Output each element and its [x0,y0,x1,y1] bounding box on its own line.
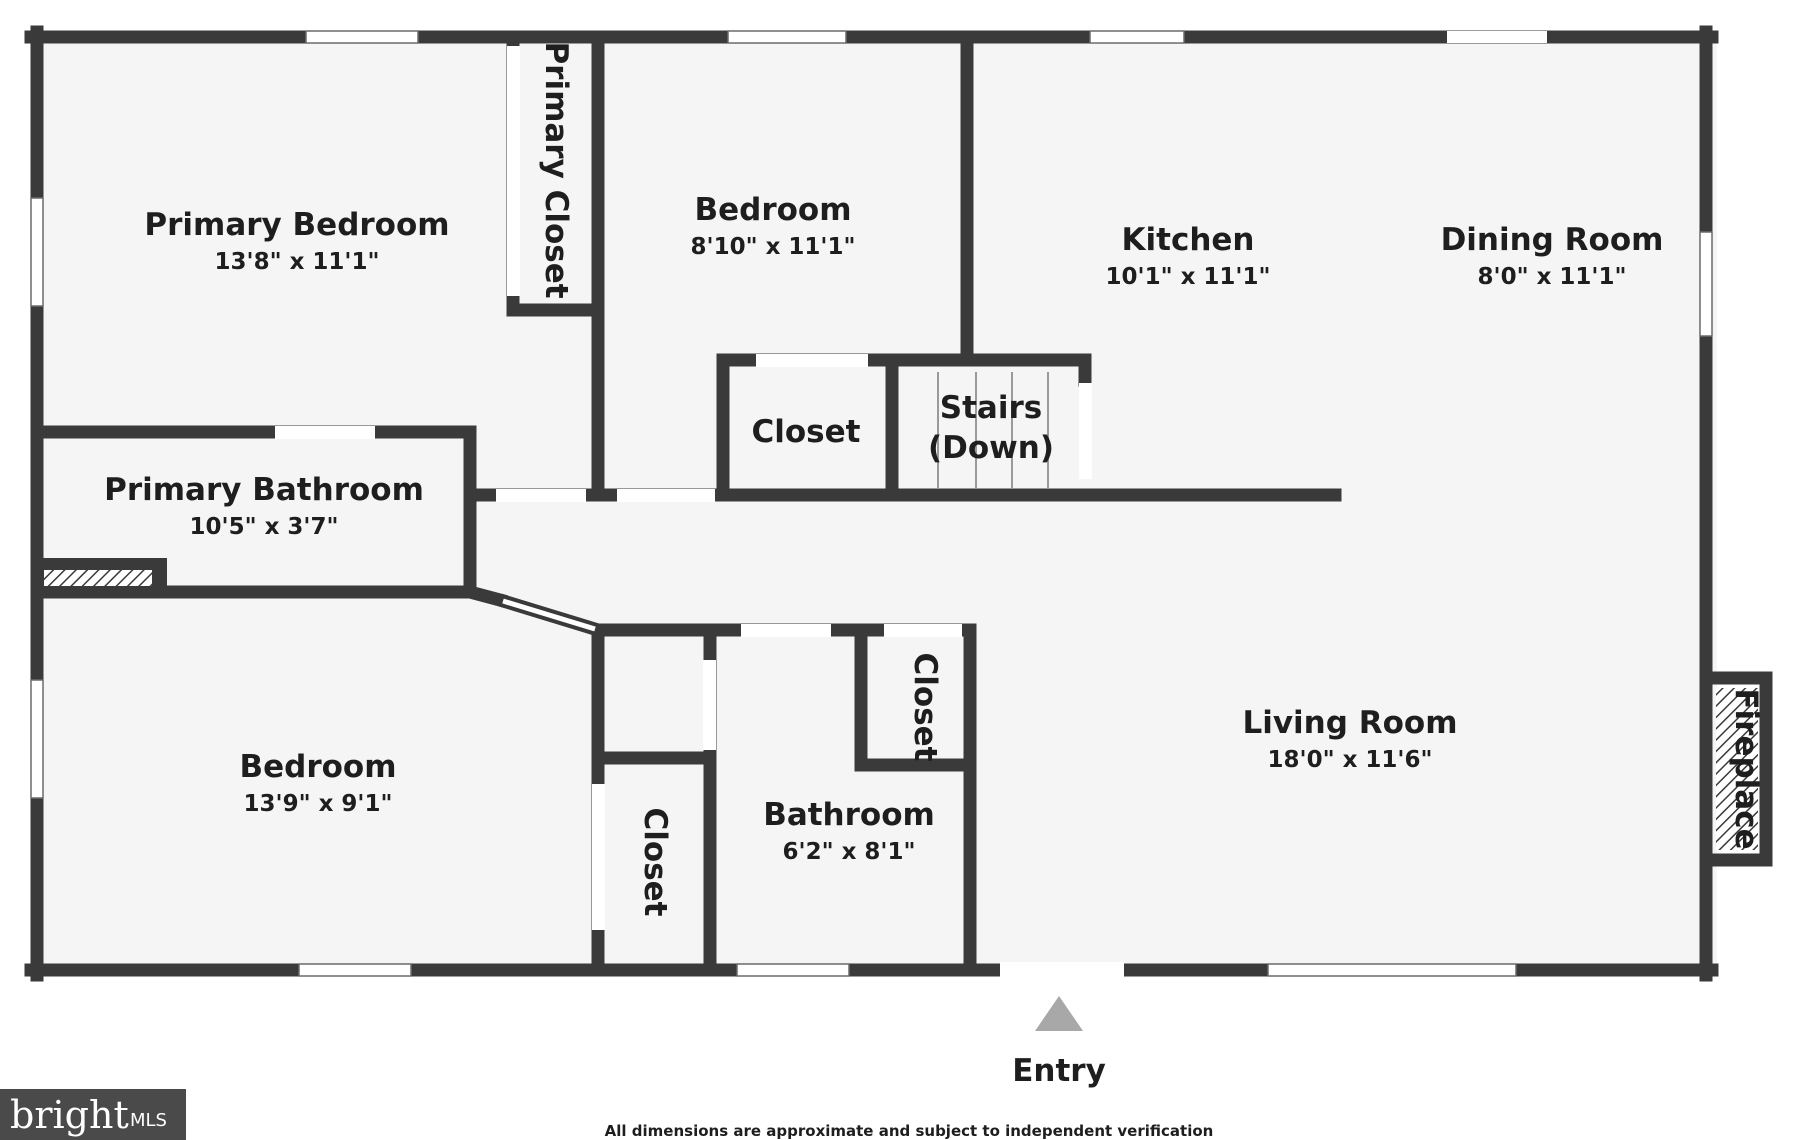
floor-area [31,32,1717,975]
room-label-bedroom-top: Bedroom [694,192,851,228]
stairs-treads [937,372,1049,488]
room-label-closet-center: Closet [752,414,861,450]
bath-fixture [37,558,167,592]
room-dims-kitchen: 10'1" x 11'1" [1106,264,1271,290]
entry-arrow-icon [1035,996,1083,1031]
room-label-primary-bathroom: Primary Bathroom [104,472,424,508]
dimensions-footnote: All dimensions are approximate and subje… [605,1122,1214,1140]
room-label-stairs-sub: (Down) [928,430,1054,466]
room-label-bathroom: Bathroom [763,797,935,833]
room-label-bedroom-bottom: Bedroom [239,749,396,785]
fireplace-hatch [1716,688,1758,850]
windows [30,30,1713,977]
svg-text:bright: bright [10,1093,129,1137]
room-label-living-room: Living Room [1242,705,1457,741]
entry-label: Entry [1012,1053,1106,1089]
room-label-closet-bottom: Closet [637,808,673,917]
room-label-fireplace: Fireplace [1728,688,1764,849]
room-dims-living-room: 18'0" x 11'6" [1268,747,1433,773]
room-dims-bathroom: 6'2" x 8'1" [783,839,916,865]
room-label-stairs: Stairs [940,390,1042,426]
room-label-primary-bedroom: Primary Bedroom [144,207,449,243]
diagonal-door [498,593,600,637]
room-dims-primary-bedroom: 13'8" x 11'1" [215,249,380,275]
openings [275,46,1124,978]
room-label-dining-room: Dining Room [1441,222,1664,258]
room-dims-dining-room: 8'0" x 11'1" [1478,264,1627,290]
room-label-kitchen: Kitchen [1121,222,1254,258]
bright-mls-logo: bright MLS [0,1089,186,1140]
room-label-primary-closet: Primary Closet [538,41,574,298]
svg-text:MLS: MLS [130,1110,167,1131]
room-dims-bedroom-bottom: 13'9" x 9'1" [244,791,393,817]
room-dims-bedroom-top: 8'10" x 11'1" [691,234,856,260]
room-dims-primary-bathroom: 10'5" x 3'7" [190,514,339,540]
room-label-closet-bath: Closet [907,653,943,762]
